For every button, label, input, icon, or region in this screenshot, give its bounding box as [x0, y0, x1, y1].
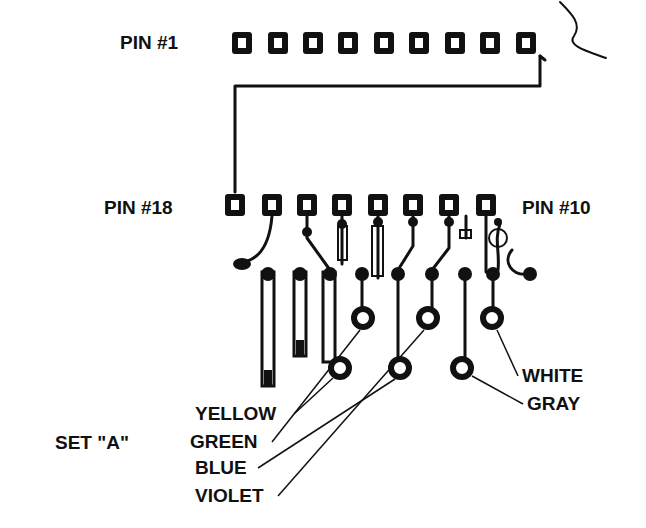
wire-color-label: GRAY — [527, 394, 580, 415]
pin-label: PIN #18 — [104, 198, 173, 219]
wire-color-label: VIOLET — [195, 486, 264, 507]
wire-color-label: GREEN — [190, 432, 258, 453]
pin-label: PIN #1 — [120, 33, 178, 54]
wire-color-label: YELLOW — [195, 404, 276, 425]
wire-color-label: WHITE — [522, 366, 583, 387]
set-label: SET "A" — [55, 433, 129, 454]
pin-label: PIN #10 — [522, 198, 591, 219]
wire-color-label: BLUE — [195, 458, 247, 479]
